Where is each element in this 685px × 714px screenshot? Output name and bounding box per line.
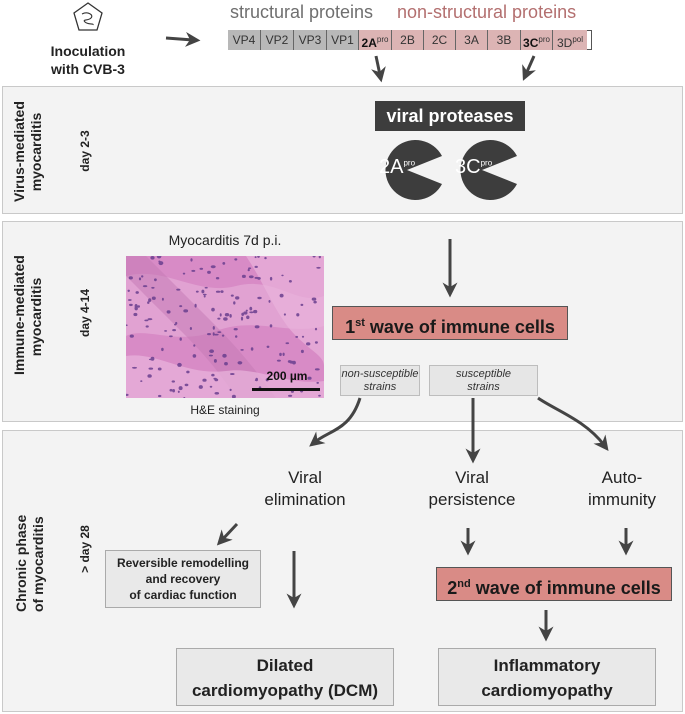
- inoculation-label: Inoculation with CVB-3: [38, 42, 138, 78]
- inflammatory-box: Inflammatory cardiomyopathy: [438, 648, 656, 706]
- first-wave-box: 1st wave of immune cells: [332, 306, 568, 340]
- nonsusceptible-line1: non-susceptible: [341, 368, 419, 380]
- genome-segment-name: 3D: [556, 36, 573, 50]
- genome-segment-name: 2C: [431, 33, 448, 47]
- scale-bar: [252, 388, 320, 391]
- second-wave-prefix: 2: [447, 578, 458, 598]
- dcm-line1: Dilated: [256, 656, 314, 675]
- nonstructural-proteins-title: non-structural proteins: [397, 2, 577, 22]
- histology-image: 200 µm: [126, 256, 324, 398]
- genome-segment-3c: 3Cpro: [521, 30, 553, 50]
- genome-segment-name: 3A: [464, 33, 479, 47]
- first-wave-sup: st: [355, 317, 365, 329]
- genome-segment-name: 3B: [496, 33, 512, 47]
- genome-segment-name: VP4: [232, 33, 256, 47]
- genome-segment-3d: 3Dpol: [553, 30, 587, 50]
- genome-segment-sup: pol: [572, 35, 584, 44]
- genome-segment-name: VP3: [298, 33, 322, 47]
- first-wave-rest: wave of immune cells: [364, 317, 555, 337]
- histology-caption: H&E staining: [190, 403, 260, 417]
- reversible-remodelling-box: Reversible remodelling and recovery of c…: [105, 550, 261, 608]
- viral-elimination-line1: Viral: [288, 468, 322, 487]
- autoimmunity-line1: Auto-: [601, 468, 643, 487]
- reversible-line1: Reversible remodelling: [116, 556, 250, 570]
- second-wave-rest: wave of immune cells: [470, 578, 661, 598]
- phase-panel-virus: [2, 86, 683, 214]
- inflammatory-line1: Inflammatory: [493, 656, 601, 675]
- protease-3c-sup: pro: [480, 158, 493, 168]
- genome-segment-3a: 3A: [456, 30, 488, 50]
- dcm-line2: cardiomyopathy (DCM): [191, 681, 379, 700]
- susceptible-line1: susceptible: [455, 368, 512, 380]
- second-wave-box: 2nd wave of immune cells: [436, 567, 672, 601]
- histology-title: Myocarditis 7d p.i.: [168, 232, 282, 248]
- protease-2a-text: 2A: [379, 156, 404, 178]
- susceptible-strains-box: susceptible strains: [429, 365, 538, 396]
- autoimmunity-line2: immunity: [587, 490, 656, 509]
- genome-segment-name: 2B: [400, 33, 415, 47]
- nonsusceptible-line2: strains: [363, 381, 397, 393]
- reversible-line3: of cardiac function: [129, 588, 237, 602]
- genome-segment-sup: pro: [538, 35, 550, 44]
- viral-elimination-label: Viral elimination: [245, 467, 365, 511]
- arrow-to-autoimmunity: [537, 396, 609, 451]
- scale-bar-label: 200 µm: [266, 369, 308, 383]
- genome-segment-name: 2A: [361, 36, 377, 50]
- inoculation-line2: with CVB-3: [51, 61, 125, 77]
- genome-segment-name: VP2: [265, 33, 289, 47]
- reversible-line2: and recovery: [145, 572, 221, 586]
- genome-segment-name: 3C: [523, 36, 539, 50]
- inoculation-line1: Inoculation: [50, 43, 126, 59]
- genome-segment-2a: 2Apro: [359, 30, 392, 50]
- protease-2a-sup: pro: [403, 158, 416, 168]
- genome-segment-vp3: VP3: [294, 30, 327, 50]
- histology-texture: [126, 256, 324, 398]
- arrow-2a-down: [371, 55, 386, 83]
- autoimmunity-label: Auto- immunity: [572, 467, 672, 511]
- arrow-to-reversible: [216, 522, 239, 546]
- susceptible-line2: strains: [467, 381, 500, 393]
- genome-segment-2b: 2B: [392, 30, 424, 50]
- genome-segment-vp4: VP4: [228, 30, 261, 50]
- genome-segment-sup: pro: [376, 35, 389, 44]
- genome-segment-vp1: VP1: [327, 30, 359, 50]
- genome-segment-3b: 3B: [488, 30, 521, 50]
- dcm-box: Dilated cardiomyopathy (DCM): [176, 648, 394, 706]
- nonsusceptible-strains-box: non-susceptible strains: [340, 365, 420, 396]
- viral-proteases-box: viral proteases: [375, 101, 525, 131]
- second-wave-sup: nd: [457, 578, 471, 590]
- protease-3c-label: 3Cpro: [455, 156, 492, 179]
- protease-2a-shape: [385, 140, 442, 200]
- protease-3c-text: 3C: [455, 156, 481, 178]
- arrow-to-elimination: [309, 397, 362, 447]
- viral-proteases-label: viral proteases: [386, 106, 514, 126]
- viral-persistence-line1: Viral: [455, 468, 489, 487]
- genome-segment-2c: 2C: [424, 30, 456, 50]
- genome-segment-vp2: VP2: [261, 30, 294, 50]
- protease-3c-shape: [460, 140, 517, 200]
- structural-proteins-title: structural proteins: [230, 2, 374, 22]
- viral-persistence-line2: persistence: [428, 490, 516, 509]
- viral-elimination-line2: elimination: [264, 490, 346, 509]
- protease-2a-label: 2Apro: [379, 156, 415, 179]
- first-wave-prefix: 1: [345, 317, 356, 337]
- arrow-3c-down: [522, 55, 536, 81]
- arrow-inoculation: [165, 31, 201, 47]
- genome-segment-name: VP1: [331, 33, 354, 47]
- inflammatory-line2: cardiomyopathy: [481, 681, 613, 700]
- viral-persistence-label: Viral persistence: [412, 467, 532, 511]
